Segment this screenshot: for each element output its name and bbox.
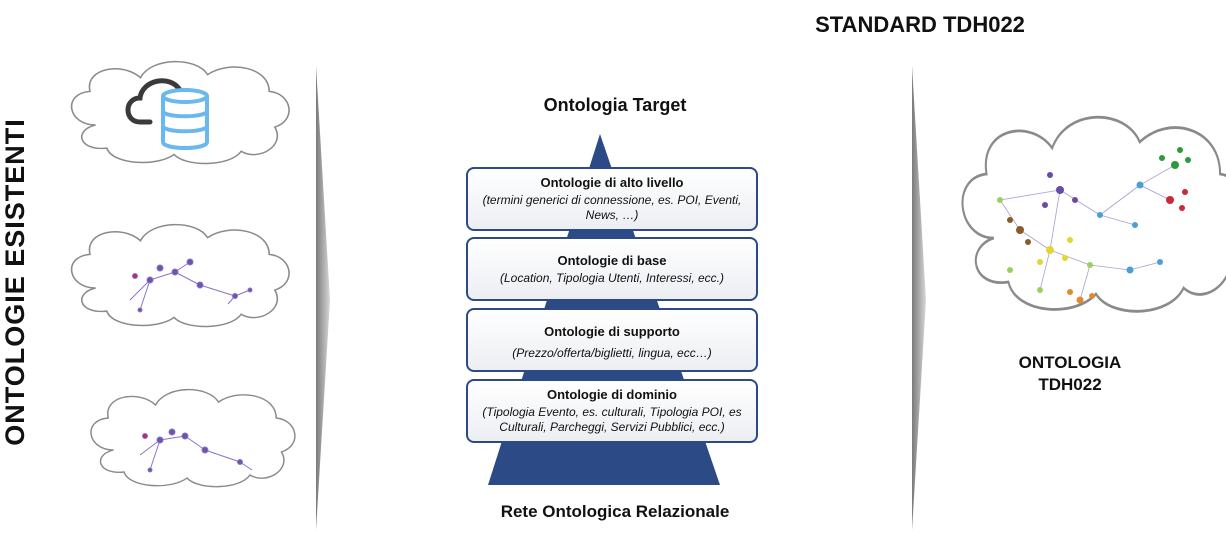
result-line-2: TDH022	[1038, 375, 1102, 394]
cloud-database-icon	[125, 78, 209, 150]
result-ontology-label: ONTOLOGIA TDH022	[990, 352, 1150, 396]
result-line-1: ONTOLOGIA	[1018, 353, 1122, 372]
layer-base: Ontologie di base (Location, Tipologia U…	[466, 237, 758, 301]
arrow-right	[912, 66, 926, 530]
cloud-graph-1	[70, 223, 290, 328]
layer-title: Ontologie di alto livello	[540, 175, 684, 190]
layer-description: (Prezzo/offerta/biglietti, lingua, ecc…)	[512, 346, 712, 360]
layer-description: (Tipologia Evento, es. culturali, Tipolo…	[482, 405, 742, 434]
layer-title: Ontologie di supporto	[544, 324, 680, 339]
ontology-network-icon	[997, 147, 1191, 304]
pyramid-bottom-label: Rete Ontologica Relazionale	[500, 502, 730, 521]
layer-title: Ontologie di dominio	[547, 387, 677, 402]
cloud-result	[961, 115, 1226, 313]
layer-description: (Location, Tipologia Utenti, Interessi, …	[500, 271, 724, 285]
layer-domain: Ontologie di dominio (Tipologia Evento, …	[466, 379, 758, 443]
pyramid-top-label: Ontologia Target	[543, 95, 687, 115]
layer-high-level: Ontologie di alto livello (termini gener…	[466, 167, 758, 231]
standard-title: STANDARD TDH022	[815, 12, 1025, 37]
ontology-graph-icon	[129, 258, 253, 313]
ontology-graph-icon	[139, 428, 253, 473]
layer-title: Ontologie di base	[557, 253, 667, 268]
cloud-graph-2	[90, 388, 296, 488]
layer-support: Ontologie di supporto (Prezzo/offerta/bi…	[466, 308, 758, 372]
layer-description: (termini generici di connessione, es. PO…	[482, 193, 742, 222]
arrow-left	[316, 66, 330, 530]
